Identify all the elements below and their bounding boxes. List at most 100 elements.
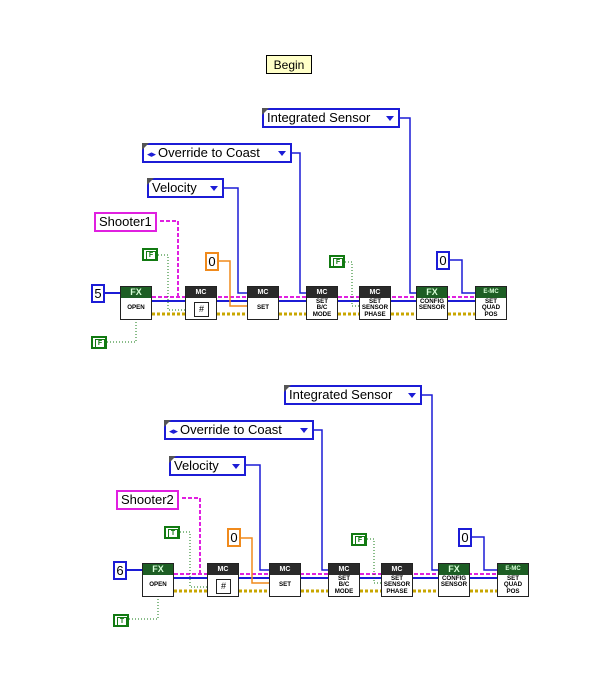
quad-value-wire xyxy=(450,259,475,294)
mc-set-vi-1[interactable]: MC SET xyxy=(247,286,279,320)
vi-header: MC xyxy=(208,564,238,575)
dropdown-arrow-icon xyxy=(408,393,416,398)
increment-arrows-icon: ◂▸ xyxy=(147,149,157,159)
dropdown-arrow-icon xyxy=(278,151,286,156)
phase-bool-constant-2[interactable]: F xyxy=(351,533,367,546)
vi-header: E-MC xyxy=(476,287,506,298)
control-mode-value: Velocity xyxy=(152,180,197,195)
bool-glyph: F xyxy=(95,339,105,348)
quad-value-constant-1[interactable]: 0 xyxy=(436,251,450,270)
control-mode-wire xyxy=(246,464,269,571)
feedback-sensor-ring-1[interactable]: Integrated Sensor xyxy=(262,108,400,128)
neutral-mode-ring-1[interactable]: ◂▸Override to Coast xyxy=(142,143,292,163)
dropdown-arrow-icon xyxy=(232,464,240,469)
bool-wire xyxy=(107,320,137,343)
bool-glyph: T xyxy=(168,529,178,538)
vi-header: FX xyxy=(143,564,173,575)
pointer-icon xyxy=(164,420,171,427)
pointer-icon xyxy=(147,178,154,185)
vi-header: MC xyxy=(382,564,412,575)
bool-wire xyxy=(367,538,381,584)
vi-header: FX xyxy=(417,287,447,298)
invert-bool-constant-1[interactable]: F xyxy=(91,336,107,349)
fx-open-vi-1[interactable]: FX OPEN xyxy=(120,286,152,320)
bool-glyph: F xyxy=(355,536,365,545)
mc-to-number-vi-2[interactable]: MC # xyxy=(207,563,239,597)
vi-label: OPEN xyxy=(149,581,167,588)
set-value-constant-1[interactable]: 0 xyxy=(205,252,219,271)
neutral-mode-ring-2[interactable]: ◂▸Override to Coast xyxy=(164,420,314,440)
name-string-constant-1[interactable]: Shooter1 xyxy=(94,212,157,232)
pointer-icon xyxy=(262,108,269,115)
dropdown-arrow-icon xyxy=(300,428,308,433)
vi-header: E-MC xyxy=(498,564,528,575)
quad-value-wire xyxy=(472,536,497,571)
bool-glyph: F xyxy=(146,251,156,260)
vi-header: MC xyxy=(186,287,216,298)
control-mode-ring-1[interactable]: Velocity xyxy=(147,178,224,198)
name-string-constant-2[interactable]: Shooter2 xyxy=(116,490,179,510)
to-number-icon: # xyxy=(194,302,209,317)
fx-open-vi-2[interactable]: FX OPEN xyxy=(142,563,174,597)
vi-header: FX xyxy=(121,287,151,298)
open-bool-constant-2[interactable]: T xyxy=(164,526,180,539)
to-number-icon: # xyxy=(216,579,231,594)
feedback-sensor-ring-2[interactable]: Integrated Sensor xyxy=(284,385,422,405)
begin-label: Begin xyxy=(266,55,312,74)
pointer-icon xyxy=(169,456,176,463)
bool-wire xyxy=(345,261,359,307)
bool-wire xyxy=(129,597,159,620)
feedback-sensor-value: Integrated Sensor xyxy=(267,110,371,125)
phase-bool-constant-1[interactable]: F xyxy=(329,255,345,268)
vi-label: SET xyxy=(278,581,292,588)
set-value-constant-2[interactable]: 0 xyxy=(227,528,241,547)
name-string-wire xyxy=(182,497,201,574)
neutral-mode-wire xyxy=(314,429,328,571)
feedback-sensor-value: Integrated Sensor xyxy=(289,387,393,402)
name-string-wire xyxy=(160,220,179,297)
feedback-sensor-wire xyxy=(422,394,438,571)
dropdown-arrow-icon xyxy=(210,186,218,191)
control-mode-value: Velocity xyxy=(174,458,219,473)
neutral-mode-value: Override to Coast xyxy=(180,422,282,437)
mc-set-vi-2[interactable]: MC SET xyxy=(269,563,301,597)
mc-to-number-vi-1[interactable]: MC # xyxy=(185,286,217,320)
vi-header: MC xyxy=(248,287,278,298)
set-value-wire xyxy=(219,260,247,307)
control-mode-wire xyxy=(224,187,247,294)
open-bool-constant-1[interactable]: F xyxy=(142,248,158,261)
feedback-sensor-wire xyxy=(400,117,416,294)
set-value-wire xyxy=(241,537,269,584)
pointer-icon xyxy=(284,385,291,392)
neutral-mode-value: Override to Coast xyxy=(158,145,260,160)
vi-header: MC xyxy=(329,564,359,575)
quad-value-constant-2[interactable]: 0 xyxy=(458,528,472,547)
device-id-constant-2[interactable]: 6 xyxy=(113,561,127,580)
vi-header: MC xyxy=(360,287,390,298)
pointer-icon xyxy=(142,143,149,150)
vi-header: FX xyxy=(439,564,469,575)
open-true-bool-constant-2[interactable]: T xyxy=(113,614,129,627)
increment-arrows-icon: ◂▸ xyxy=(169,426,179,436)
vi-header: MC xyxy=(307,287,337,298)
control-mode-ring-2[interactable]: Velocity xyxy=(169,456,246,476)
bool-glyph: T xyxy=(117,617,127,626)
neutral-mode-wire xyxy=(292,152,306,294)
device-id-constant-1[interactable]: 5 xyxy=(91,284,105,303)
vi-label: OPEN xyxy=(127,304,145,311)
